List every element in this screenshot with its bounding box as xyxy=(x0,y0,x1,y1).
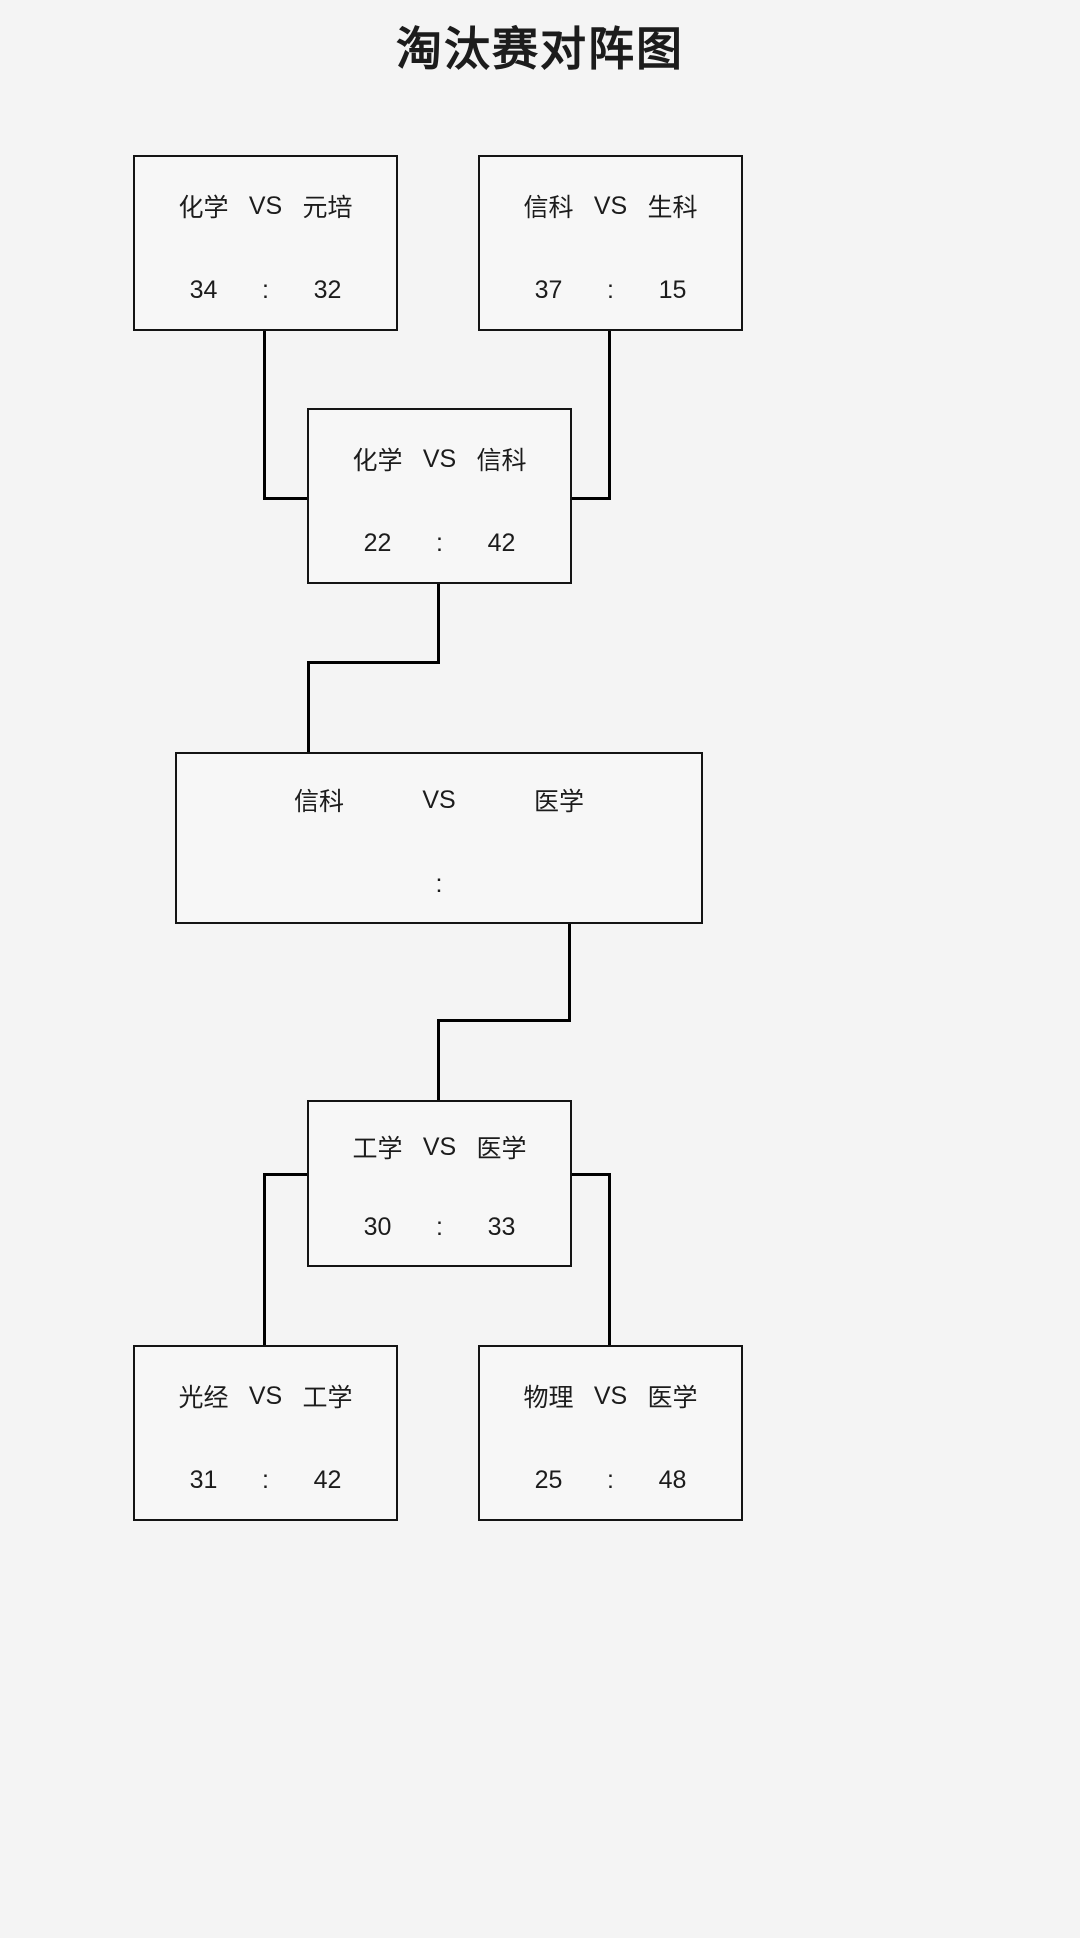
team-left-name: 化学 xyxy=(178,194,229,222)
page-title: 淘汰赛对阵图 xyxy=(396,23,684,75)
score-right: 33 xyxy=(487,1212,516,1241)
score-right: 42 xyxy=(487,528,516,557)
team-left-name: 光经 xyxy=(178,1384,229,1412)
connector-sf-lower-left-vertical xyxy=(263,1173,266,1345)
match-box-sf-lower[interactable]: 工学 VS 医学 30 : 33 xyxy=(307,1100,572,1267)
match-teams-row: 光经 VS 工学 xyxy=(135,1379,396,1413)
team-right-name: 元培 xyxy=(302,194,353,222)
match-score-row: 30 : 33 xyxy=(309,1210,570,1244)
score-right: 15 xyxy=(658,275,687,304)
score-right: 48 xyxy=(658,1465,687,1494)
connector-sf-upper-v2 xyxy=(307,661,310,753)
score-left: 37 xyxy=(534,275,563,304)
connector-qf-upper-left-vertical xyxy=(263,330,266,500)
score-left: 31 xyxy=(189,1465,218,1494)
connector-sf-lower-left-horizontal xyxy=(263,1173,309,1176)
team-right-name: 医学 xyxy=(533,788,584,816)
score-separator: : xyxy=(436,528,443,557)
score-separator: : xyxy=(435,869,443,898)
match-teams-row: 工学 VS 医学 xyxy=(309,1130,570,1164)
match-score-row: 25 : 48 xyxy=(480,1463,741,1497)
score-separator: : xyxy=(436,1212,443,1241)
team-right-name: 医学 xyxy=(476,1135,527,1163)
vs-label: VS xyxy=(248,1381,283,1410)
team-left-name: 物理 xyxy=(523,1384,574,1412)
match-teams-row: 信科 VS 医学 xyxy=(177,783,701,817)
team-left-name: 信科 xyxy=(293,788,344,816)
match-teams-row: 化学 VS 信科 xyxy=(309,442,570,476)
score-separator: : xyxy=(607,275,614,304)
match-score-row: 34 : 32 xyxy=(135,273,396,307)
match-score-row: 31 : 42 xyxy=(135,1463,396,1497)
vs-label: VS xyxy=(422,1132,457,1161)
score-separator: : xyxy=(262,275,269,304)
team-right-name: 医学 xyxy=(647,1384,698,1412)
score-right: 32 xyxy=(313,275,342,304)
match-box-final[interactable]: 信科 VS 医学 : xyxy=(175,752,703,924)
score-right: 42 xyxy=(313,1465,342,1494)
match-box-qf-lower-right[interactable]: 物理 VS 医学 25 : 48 xyxy=(478,1345,743,1521)
team-left-name: 信科 xyxy=(523,194,574,222)
match-teams-row: 信科 VS 生科 xyxy=(480,189,741,223)
connector-sf-lower-right-horizontal xyxy=(568,1173,611,1176)
connector-qf-upper-left-horizontal xyxy=(263,497,309,500)
connector-final-h1 xyxy=(437,1019,571,1022)
match-teams-row: 化学 VS 元培 xyxy=(135,189,396,223)
score-left: 30 xyxy=(363,1212,392,1241)
score-left: 34 xyxy=(189,275,218,304)
vs-label: VS xyxy=(248,191,283,220)
team-left-name: 工学 xyxy=(352,1135,403,1163)
team-right-name: 生科 xyxy=(647,194,698,222)
connector-qf-upper-right-vertical xyxy=(608,330,611,500)
match-score-row: : xyxy=(177,867,701,901)
score-left: 22 xyxy=(363,528,392,557)
connector-qf-upper-right-horizontal xyxy=(568,497,611,500)
vs-label: VS xyxy=(593,1381,628,1410)
match-box-qf-lower-left[interactable]: 光经 VS 工学 31 : 42 xyxy=(133,1345,398,1521)
vs-label: VS xyxy=(593,191,628,220)
vs-label: VS xyxy=(422,444,457,473)
team-right-name: 信科 xyxy=(476,447,527,475)
team-left-name: 化学 xyxy=(352,447,403,475)
score-left: 25 xyxy=(534,1465,563,1494)
connector-final-v1 xyxy=(568,924,571,1022)
score-separator: : xyxy=(262,1465,269,1494)
vs-label: VS xyxy=(422,785,456,814)
connector-sf-upper-v1 xyxy=(437,584,440,664)
connector-final-v2 xyxy=(437,1019,440,1100)
connector-sf-lower-right-vertical xyxy=(608,1173,611,1345)
score-separator: : xyxy=(607,1465,614,1494)
match-teams-row: 物理 VS 医学 xyxy=(480,1379,741,1413)
match-box-qf-upper-right[interactable]: 信科 VS 生科 37 : 15 xyxy=(478,155,743,331)
match-score-row: 37 : 15 xyxy=(480,273,741,307)
match-box-sf-upper[interactable]: 化学 VS 信科 22 : 42 xyxy=(307,408,572,584)
match-box-qf-upper-left[interactable]: 化学 VS 元培 34 : 32 xyxy=(133,155,398,331)
match-score-row: 22 : 42 xyxy=(309,526,570,560)
team-right-name: 工学 xyxy=(302,1384,353,1412)
connector-sf-upper-h1 xyxy=(307,661,440,664)
